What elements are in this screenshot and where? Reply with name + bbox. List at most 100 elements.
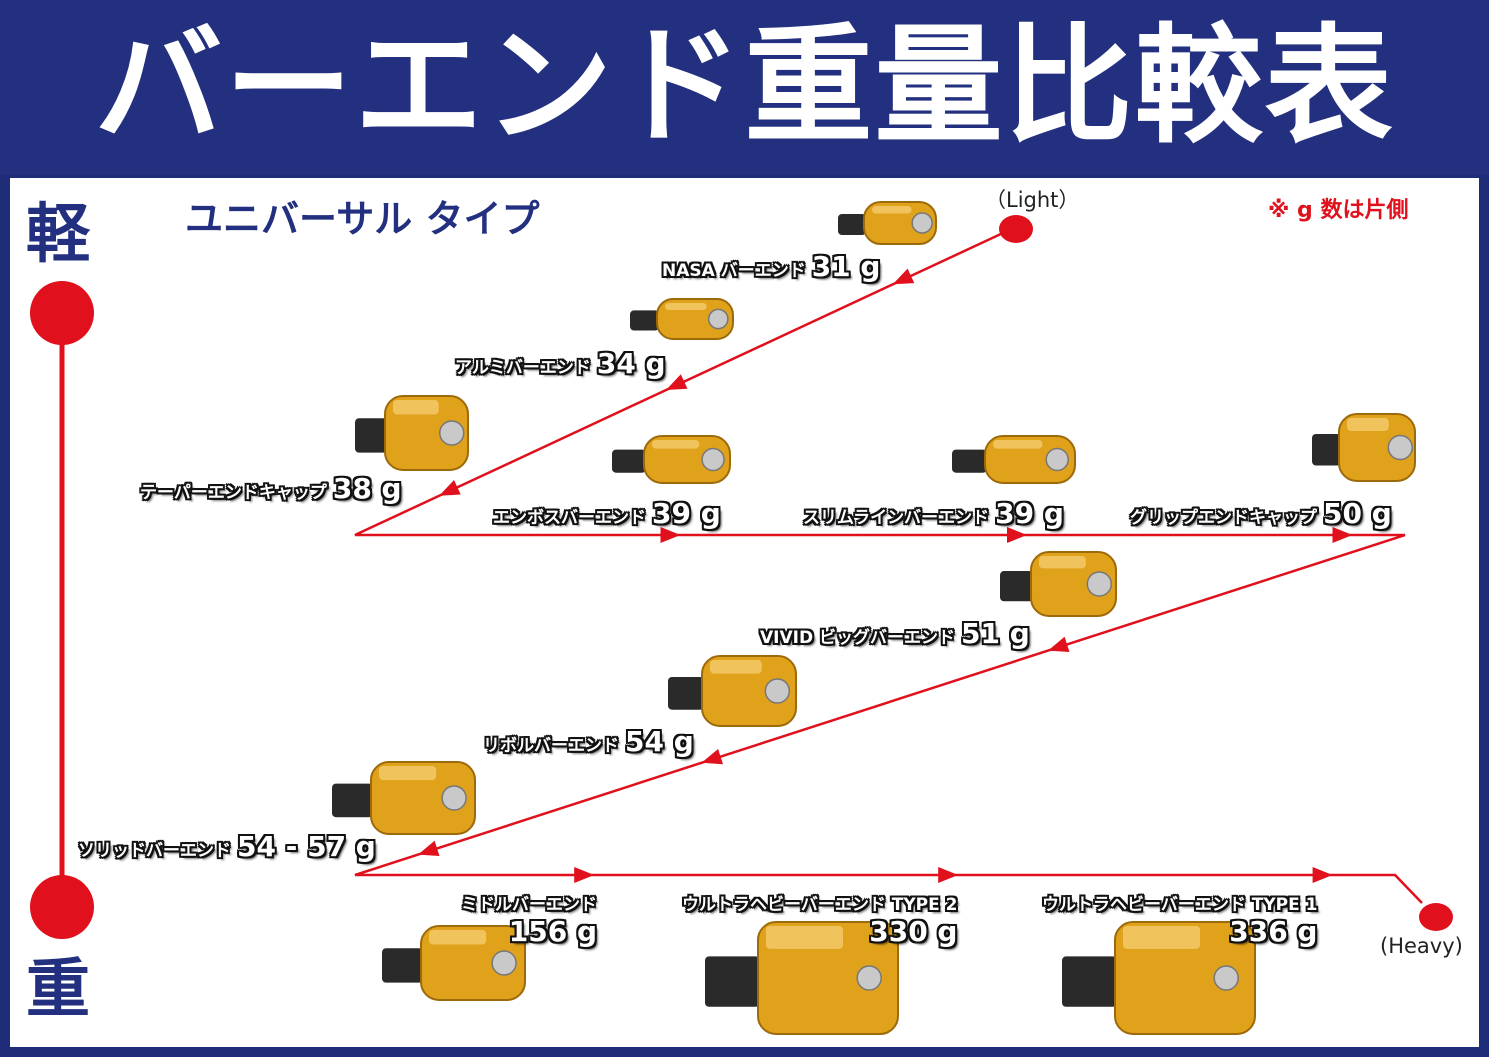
arrowhead	[439, 480, 461, 496]
item-name: NASA バーエンド	[662, 261, 806, 281]
product-grip-8	[668, 676, 704, 710]
product-highlight-8	[710, 660, 762, 674]
arrowhead	[1332, 527, 1353, 543]
weight-note: ※ g 数は片側	[1268, 198, 1409, 223]
item-label-4: エンボスバーエンド 39 g	[493, 497, 721, 530]
item-name: VIVID ビッグバーエンド	[760, 628, 955, 648]
arrowhead	[418, 840, 440, 856]
arrowhead	[1007, 527, 1027, 543]
product-highlight-2	[665, 303, 707, 311]
item-weight: 39 g	[995, 497, 1064, 530]
item-weight: 156 g	[508, 915, 597, 948]
product-highlight-10	[429, 930, 487, 945]
axis-light-dot	[30, 281, 94, 345]
heavy-end-dot	[1419, 903, 1453, 931]
item-name: アルミバーエンド	[455, 358, 591, 378]
product-grip-10	[382, 948, 423, 983]
arrowhead	[892, 268, 915, 285]
item-weight: 54 - 57 g	[237, 830, 376, 863]
item-name: グリップエンドキャップ	[1130, 508, 1317, 528]
product-highlight-5	[993, 440, 1043, 449]
arrowhead	[938, 867, 959, 883]
item-weight: 39 g	[652, 497, 721, 530]
heavy-end-label: (Heavy)	[1380, 934, 1463, 958]
item-name: ミドルバーエンド	[461, 895, 597, 915]
item-label-6: グリップエンドキャップ 50 g	[1130, 497, 1392, 530]
product-grip-3	[355, 418, 387, 453]
item-name: スリムラインバーエンド	[803, 508, 990, 528]
product-bolt-7	[1086, 571, 1113, 597]
header-banner: バーエンド重量比較表	[0, 0, 1489, 175]
product-bolt-12	[1213, 965, 1239, 991]
product-grip-11	[705, 956, 760, 1007]
arrowhead	[660, 527, 681, 543]
product-body-11	[757, 921, 899, 1035]
item-name: テーパーエンドキャップ	[140, 483, 327, 503]
product-highlight-12	[1123, 926, 1200, 949]
axis-heavy-dot	[30, 875, 94, 939]
product-grip-1	[838, 214, 866, 235]
arrowhead	[574, 867, 595, 883]
product-highlight-11	[766, 926, 843, 949]
product-grip-7	[1000, 571, 1033, 602]
axis-heavy-char: 重	[26, 953, 90, 1027]
item-weight: 336 g	[1229, 915, 1318, 948]
page-title: バーエンド重量比較表	[94, 12, 1395, 161]
item-label-7: VIVID ビッグバーエンド 51 g	[760, 617, 1030, 650]
item-weight: 51 g	[961, 617, 1030, 650]
product-bolt-10	[491, 950, 517, 976]
arrowhead	[701, 749, 723, 765]
chart-subtitle: ユニバーサル タイプ	[185, 197, 540, 241]
product-grip-6	[1312, 434, 1341, 466]
arrowhead	[666, 374, 688, 390]
chart-panel	[10, 178, 1479, 1047]
arrowhead	[1048, 636, 1070, 652]
product-bolt-9	[441, 785, 467, 811]
item-name: ウルトラヘビーバーエンド TYPE 2	[682, 895, 958, 915]
product-bolt-3	[438, 420, 465, 446]
product-bolt-11	[856, 965, 882, 991]
item-weight: 54 g	[625, 725, 694, 758]
product-bolt-5	[1045, 447, 1069, 472]
item-weight: 34 g	[596, 347, 666, 380]
item-name: ソリッドバーエンド	[78, 841, 231, 861]
item-name: リボルバーエンド	[483, 736, 619, 756]
product-grip-12	[1062, 956, 1117, 1007]
progression-line	[354, 231, 1423, 904]
product-bolt-1	[911, 212, 933, 234]
product-body-12	[1114, 921, 1256, 1035]
product-highlight-6	[1347, 418, 1389, 431]
product-grip-2	[630, 310, 659, 331]
axis-light-char: 軽	[26, 198, 90, 272]
product-bolt-2	[707, 308, 729, 330]
light-end-dot	[999, 215, 1033, 243]
product-grip-5	[952, 449, 987, 473]
product-bolt-8	[764, 678, 791, 704]
item-name: エンボスバーエンド	[493, 508, 646, 528]
product-highlight-4	[652, 440, 700, 449]
product-highlight-7	[1039, 556, 1086, 569]
item-weight: 50 g	[1323, 497, 1392, 530]
light-end-label: （Light）	[985, 188, 1080, 212]
product-bolt-4	[701, 447, 725, 472]
item-weight: 31 g	[811, 250, 881, 283]
item-name: ウルトラヘビーバーエンド TYPE 1	[1042, 895, 1318, 915]
item-label-9: ソリッドバーエンド 54 - 57 g	[78, 830, 376, 863]
product-grip-4	[612, 449, 646, 473]
product-bolt-6	[1387, 434, 1414, 461]
product-highlight-9	[379, 766, 437, 781]
item-label-8: リボルバーエンド 54 g	[483, 725, 694, 758]
arrowhead	[1312, 867, 1333, 883]
product-highlight-1	[872, 206, 912, 214]
item-weight: 330 g	[869, 915, 958, 948]
product-grip-9	[332, 783, 373, 818]
